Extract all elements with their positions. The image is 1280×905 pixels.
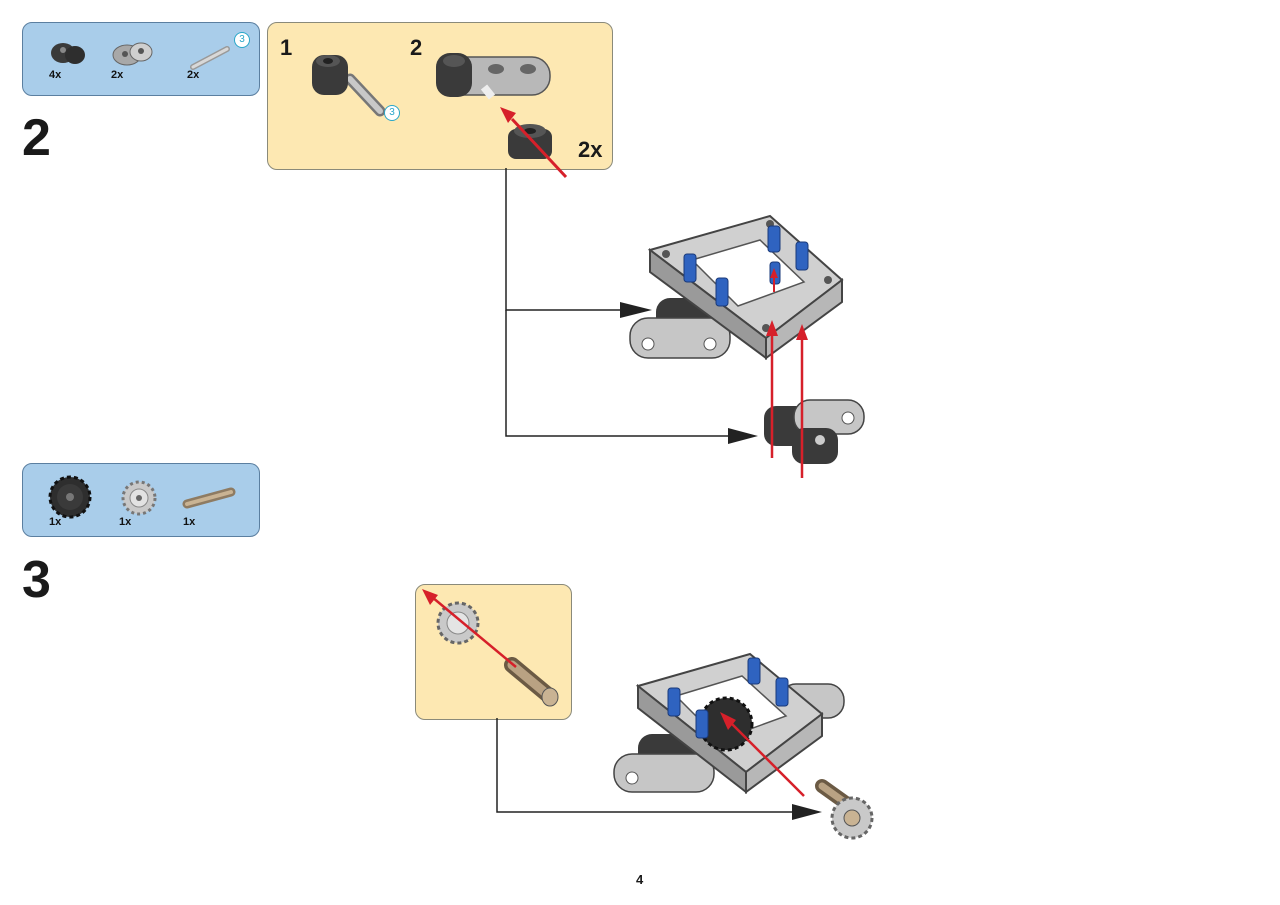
axle-gray-part-icon: [190, 46, 230, 70]
substep-1-assembly-illustration: [312, 55, 386, 117]
axle-length-badge: 3: [384, 105, 400, 121]
part-qty: 1x: [49, 516, 62, 528]
substep-multiplier: 2x: [578, 137, 603, 162]
connector-black-part-icon: [51, 43, 85, 64]
substep-2-assembly-illustration: [436, 53, 568, 179]
part-qty: 1x: [183, 516, 196, 528]
part-qty: 4x: [49, 69, 62, 81]
subassembly-box-step-3: [415, 584, 572, 720]
step-number-3: 3: [22, 551, 51, 609]
gear-black-part-icon: [48, 475, 92, 519]
step-number-2: 2: [22, 109, 51, 167]
gear-axle-subassembly-illustration: [422, 589, 559, 707]
step-2-main-model-illustration: [629, 214, 865, 478]
parts-list-step-2: 4x 2x 3 2x: [22, 22, 260, 96]
step-3-main-model-illustration: [613, 652, 874, 840]
part-qty: 1x: [119, 516, 132, 528]
connector-gray-part-icon: [112, 42, 153, 66]
page-number: 4: [636, 872, 644, 887]
part-qty: 2x: [187, 69, 200, 81]
substep-number-2: 2: [410, 35, 423, 60]
axle-length-badge: 3: [234, 32, 250, 48]
substep-number-1: 1: [280, 35, 293, 60]
parts-list-step-3: 1x 1x 1x: [22, 463, 260, 537]
gear-gray-part-icon: [121, 480, 157, 516]
axle-tan-part-icon: [182, 487, 236, 509]
part-qty: 2x: [111, 69, 124, 81]
subassembly-box-step-2: 1 2 3 2x: [267, 22, 613, 179]
